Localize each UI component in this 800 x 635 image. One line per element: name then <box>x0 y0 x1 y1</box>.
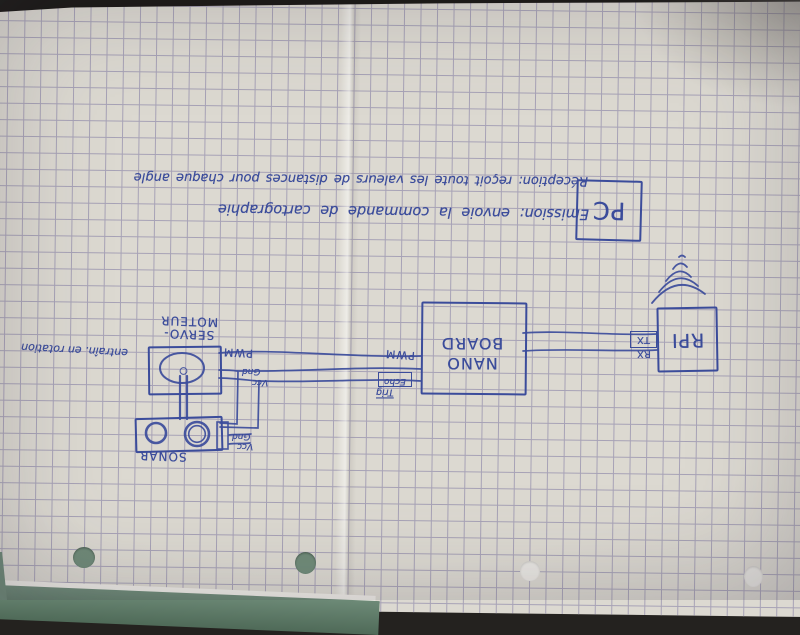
rpi-box: RPI <box>656 306 719 373</box>
gnd-label-junction: Gnd <box>242 365 261 376</box>
punch-hole <box>295 552 316 574</box>
tx-label-box: TX <box>630 331 657 348</box>
pwm-label-nano: PWM <box>384 347 416 363</box>
echo-label: Echo <box>384 375 406 386</box>
table-surface-edge <box>0 552 7 600</box>
servo-label: SERVO- MOTEUR <box>160 313 219 343</box>
vcc-label-junction: Vcc <box>252 376 269 387</box>
servo-box <box>147 345 223 396</box>
pwm-label-servo: PWM <box>222 345 254 360</box>
tx-label: TX <box>637 334 650 345</box>
sonar-label: SONAR <box>138 448 187 465</box>
echo-label-box: Echo <box>378 372 412 387</box>
punch-hole <box>744 566 763 587</box>
rx-label: RX <box>637 348 651 359</box>
reception-note: Réception: reçoit toute les valeurs de d… <box>133 169 589 189</box>
punch-hole <box>520 561 540 581</box>
trig-label: Trig <box>376 386 394 398</box>
vcc-label-sonar: Vcc <box>237 440 254 451</box>
punch-hole <box>73 547 95 568</box>
rpi-label: RPI <box>670 328 705 352</box>
gnd-label-sonar: Gnd <box>232 430 251 441</box>
pc-label: PC <box>592 196 626 226</box>
nano-label: NANO BOARD <box>440 334 504 373</box>
